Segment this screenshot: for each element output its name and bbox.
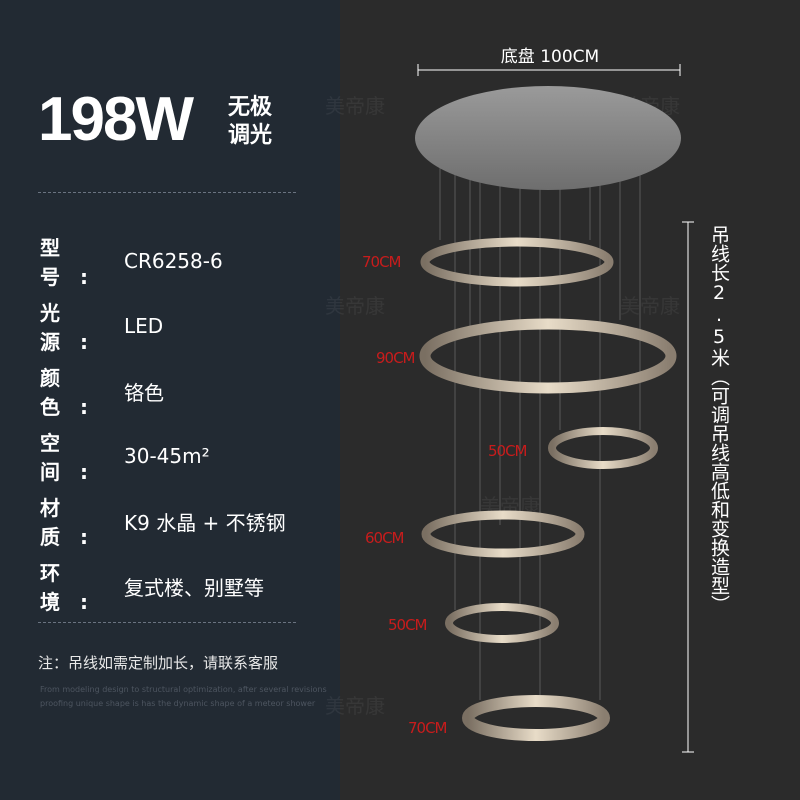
ring-70cm <box>462 695 610 741</box>
spec-row: 材 质: K9 水晶 + 不锈钢 <box>40 492 286 550</box>
ring-60cm <box>421 510 585 558</box>
note-text: 注：吊线如需定制加长，请联系客服 <box>38 654 279 672</box>
spec-row: 空 间: 30-45m² <box>40 427 210 485</box>
watermark: 美帝康 <box>325 94 385 118</box>
ring-size-label: 70CM <box>362 253 402 271</box>
dimension-lines <box>417 64 694 753</box>
spec-label: 材 质: <box>40 496 108 549</box>
spec-row: 光 源: LED <box>40 297 163 355</box>
english-description: From modeling design to structural optim… <box>40 685 327 708</box>
ring-size-label: 60CM <box>365 529 405 547</box>
watermark: 美帝康 <box>325 294 385 318</box>
canopy-dimension-label: 底盘 100CM <box>500 47 600 67</box>
spec-label: 环 境: <box>40 561 108 614</box>
ring-size-label: 90CM <box>376 349 416 367</box>
divider <box>38 192 296 193</box>
canopy <box>415 86 681 190</box>
cable-length-label: 吊线长2.5米（可调吊线高低和变换造型） <box>708 225 730 614</box>
ring-70cm <box>420 237 614 287</box>
ring-50cm <box>445 603 559 643</box>
spec-label: 光 源: <box>40 301 108 354</box>
dimming-label: 无极调光 <box>228 95 273 148</box>
spec-label: 型 号: <box>40 236 108 289</box>
spec-row: 型 号: CR6258-6 <box>40 232 223 290</box>
watermark: 美帝康 <box>325 694 385 718</box>
ring-size-label: 70CM <box>408 719 448 737</box>
ring-size-label: 50CM <box>388 616 428 634</box>
spec-value: CR6258-6 <box>124 249 223 273</box>
spec-value: LED <box>124 314 164 338</box>
spec-value: 30-45m² <box>124 444 210 468</box>
power-rating: 198W <box>38 85 194 154</box>
spec-panel <box>0 0 340 800</box>
spec-row: 颜 色: 铬色 <box>40 362 164 420</box>
spec-value: 铬色 <box>124 380 164 405</box>
ring-size-label: 50CM <box>488 442 528 460</box>
spec-label: 空 间: <box>40 431 108 484</box>
spec-label: 颜 色: <box>40 366 108 419</box>
ring-50cm <box>548 427 658 469</box>
spec-value: K9 水晶 + 不锈钢 <box>124 510 286 535</box>
spec-value: 复式楼、别墅等 <box>124 575 264 600</box>
watermark: 美帝康 <box>620 294 680 318</box>
spec-row: 环 境: 复式楼、别墅等 <box>40 557 264 615</box>
ring-90cm <box>419 318 677 394</box>
divider <box>38 622 296 623</box>
